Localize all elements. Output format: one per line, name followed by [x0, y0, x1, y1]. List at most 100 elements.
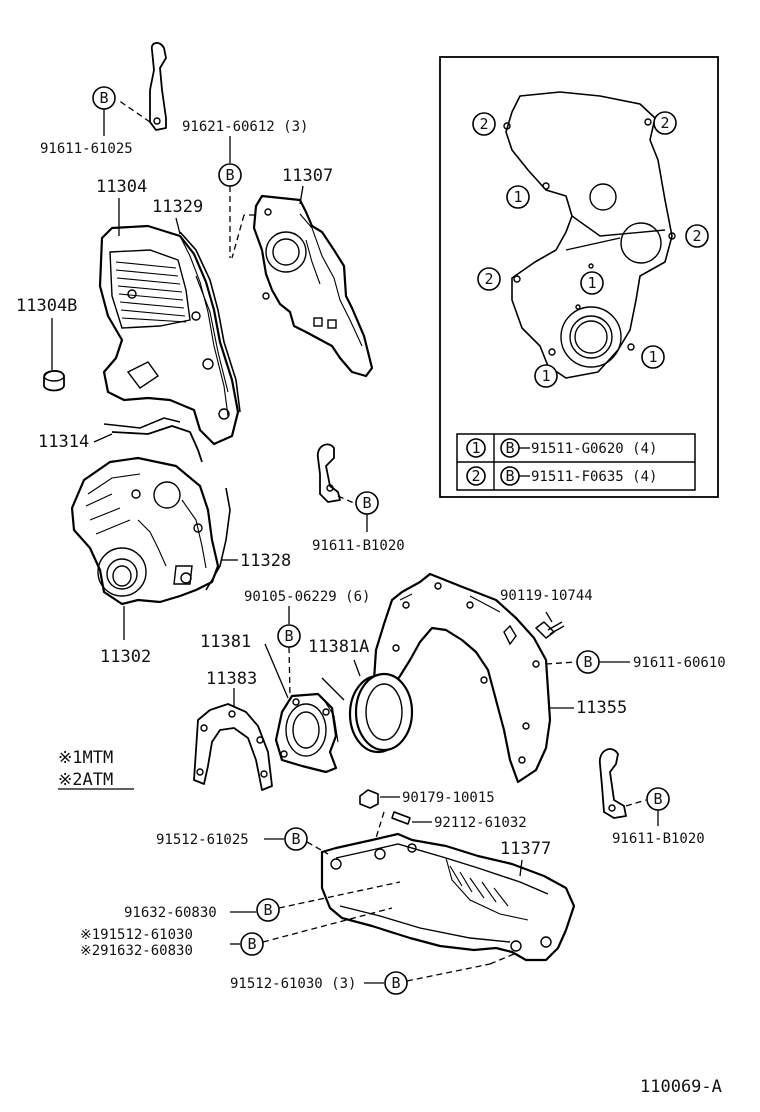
svg-text:11304B: 11304B	[16, 296, 77, 316]
part-11381a-oil-seal	[321, 659, 414, 754]
svg-text:11307: 11307	[282, 166, 333, 186]
part-11302-lower-timing-cover	[70, 456, 220, 606]
inset-marker-2-top-left: 2	[472, 112, 496, 136]
svg-text:B: B	[263, 901, 272, 919]
svg-text:92112-61032: 92112-61032	[434, 815, 527, 831]
callout-91611-b1020-right: B 91611-B1020	[612, 787, 705, 847]
bracket-hook-top	[117, 42, 167, 131]
diagram-id: 110069-A	[640, 1077, 722, 1097]
svg-text:11381A: 11381A	[308, 637, 369, 657]
callout-191512-61030: ※191512-61030 B	[80, 907, 393, 956]
svg-text:1: 1	[541, 367, 550, 385]
svg-text:※291632-60830: ※291632-60830	[80, 943, 193, 959]
callout-291632-60830: ※291632-60830	[80, 943, 193, 959]
table-row-1: 1 B 91511-G0620 (4)	[466, 438, 657, 458]
svg-text:90105-06229 (6): 90105-06229 (6)	[244, 589, 370, 605]
svg-text:11328: 11328	[240, 551, 291, 571]
svg-text:B: B	[247, 935, 256, 953]
svg-text:91611-B1020: 91611-B1020	[312, 538, 405, 554]
label-11314: 11314	[38, 432, 89, 452]
callout-91632-60830: 91632-60830 B	[124, 881, 401, 922]
svg-text:2: 2	[660, 114, 669, 132]
part-11304b-plug	[43, 318, 65, 392]
svg-text:B: B	[583, 653, 592, 671]
note-atm: ※2ATM	[58, 770, 113, 790]
callout-91611-60610: B 91611-60610	[545, 650, 726, 674]
svg-text:11383: 11383	[206, 669, 257, 689]
part-11383-gasket	[193, 688, 273, 791]
label-11355: 11355	[576, 698, 627, 718]
part-11381-seal-retainer	[264, 643, 339, 774]
svg-text:2: 2	[484, 270, 493, 288]
svg-text:91512-61030 (3): 91512-61030 (3)	[230, 976, 356, 992]
svg-text:11302: 11302	[100, 647, 151, 667]
svg-text:110069-A: 110069-A	[640, 1077, 722, 1097]
svg-text:B: B	[284, 627, 293, 645]
svg-text:※191512-61030: ※191512-61030	[80, 927, 193, 943]
svg-text:2: 2	[692, 227, 701, 245]
callout-91512-61025: 91512-61025 B	[156, 827, 329, 855]
svg-text:11314: 11314	[38, 432, 89, 452]
svg-text:91512-61025: 91512-61025	[156, 832, 249, 848]
part-11304-upper-timing-cover	[98, 224, 240, 446]
svg-text:11377: 11377	[500, 839, 551, 859]
inset-marker-2-right: 2	[685, 224, 709, 248]
label-11377: 11377	[500, 839, 551, 859]
svg-text:1: 1	[471, 439, 480, 457]
inset-marker-2-top-right: 2	[653, 111, 677, 135]
bracket-hook-right	[599, 748, 647, 819]
svg-text:1: 1	[648, 348, 657, 366]
label-11304: 11304	[96, 177, 147, 236]
svg-text:91511-F0635 (4): 91511-F0635 (4)	[531, 469, 657, 485]
svg-text:91611-61025: 91611-61025	[40, 141, 133, 157]
svg-text:11304: 11304	[96, 177, 147, 197]
svg-text:B: B	[391, 974, 400, 992]
svg-text:B: B	[291, 830, 300, 848]
note-mtm: ※1MTM	[58, 748, 113, 768]
label-11381a: 11381A	[308, 637, 369, 657]
inset-panel: 2 2 1 2 2 1 1 1	[439, 56, 719, 498]
svg-text:91611-60610: 91611-60610	[633, 655, 726, 671]
callout-91611-b1020-mid: B 91611-B1020	[312, 491, 405, 554]
svg-text:B: B	[505, 439, 514, 457]
part-11328-gasket	[205, 487, 238, 591]
part-11329-gasket	[179, 231, 241, 413]
stud-92112-61032: 92112-61032	[375, 811, 527, 839]
svg-text:11355: 11355	[576, 698, 627, 718]
svg-text:1: 1	[513, 188, 522, 206]
nut-90179-10015: 90179-10015	[359, 789, 495, 809]
svg-text:B: B	[362, 494, 371, 512]
svg-text:91611-B1020: 91611-B1020	[612, 831, 705, 847]
svg-text:11381: 11381	[200, 632, 251, 652]
callout-91621-60612: 91621-60612 (3) B	[182, 119, 308, 258]
part-11307	[231, 194, 374, 378]
svg-text:90119-10744: 90119-10744	[500, 588, 593, 604]
part-11314-seal	[93, 417, 203, 463]
inset-marker-1-center: 1	[580, 271, 604, 295]
label-11328: 11328	[240, 551, 291, 571]
svg-text:91511-G0620 (4): 91511-G0620 (4)	[531, 441, 657, 457]
svg-text:B: B	[653, 790, 662, 808]
inset-marker-1-upper: 1	[506, 185, 530, 209]
svg-text:2: 2	[471, 467, 480, 485]
svg-text:2: 2	[479, 115, 488, 133]
label-11304b: 11304B	[16, 296, 77, 316]
label-11329: 11329	[152, 197, 203, 235]
label-11302: 11302	[100, 606, 151, 667]
inset-marker-2-left: 2	[477, 267, 501, 291]
svg-text:91632-60830: 91632-60830	[124, 905, 217, 921]
label-11383: 11383	[206, 669, 257, 689]
part-11377-stiffener	[320, 832, 576, 962]
svg-text:90179-10015: 90179-10015	[402, 790, 495, 806]
part-11355-end-plate	[372, 572, 574, 784]
svg-text:B: B	[99, 89, 108, 107]
svg-text:B: B	[505, 467, 514, 485]
svg-text:11329: 11329	[152, 197, 203, 217]
inset-marker-1-bottom-left: 1	[534, 364, 558, 388]
bolt-90119-10744: 90119-10744	[500, 588, 593, 639]
inset-bolt-table: 1 B 91511-G0620 (4) 2 B 91511-F0635 (4)	[456, 433, 696, 491]
svg-text:91621-60612 (3): 91621-60612 (3)	[182, 119, 308, 135]
svg-text:1: 1	[587, 274, 596, 292]
label-11381: 11381	[200, 632, 251, 652]
